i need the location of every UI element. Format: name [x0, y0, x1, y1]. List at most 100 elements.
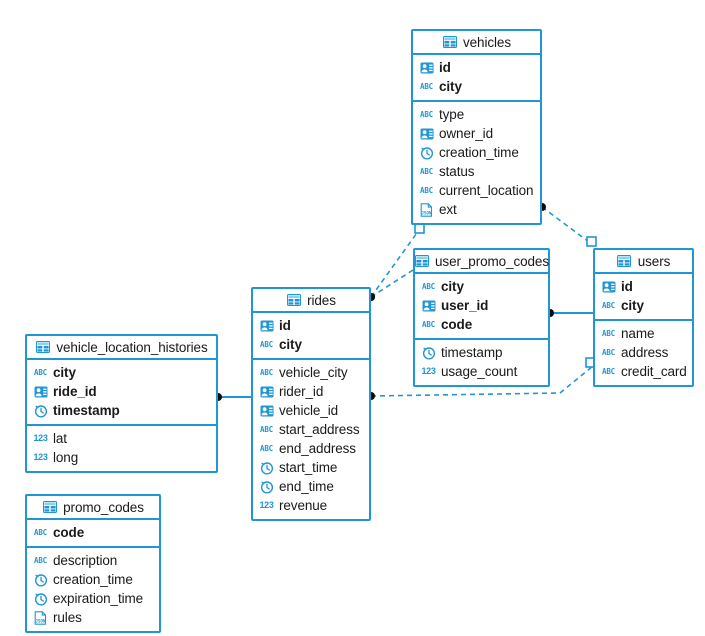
- field-label: city: [439, 79, 462, 94]
- primary-key-field[interactable]: id: [595, 277, 692, 296]
- entity-header-vehicles[interactable]: vehicles: [413, 31, 540, 55]
- field-label: vehicle_id: [279, 403, 339, 418]
- table-grid-icon: [414, 254, 429, 269]
- abc-icon: ABC: [420, 109, 433, 119]
- primary-key-field[interactable]: ABC city: [413, 77, 540, 96]
- abc-icon: ABC: [602, 347, 615, 357]
- relationship-vehicles-to-users[interactable]: [538, 203, 597, 247]
- field-label: timestamp: [441, 345, 503, 360]
- table-grid-icon: [286, 293, 301, 308]
- column-field[interactable]: rider_id: [253, 382, 369, 401]
- abc-icon: ABC: [420, 81, 433, 91]
- abc-icon: ABC: [420, 166, 433, 176]
- field-label: revenue: [279, 498, 328, 513]
- relationship-line: [541, 206, 594, 246]
- abc-icon: ABC: [260, 424, 273, 434]
- relationship-line: [370, 269, 414, 298]
- column-field[interactable]: timestamp: [415, 343, 548, 362]
- field-label: timestamp: [53, 403, 120, 418]
- field-label: name: [621, 326, 655, 341]
- field-label: ext: [439, 202, 457, 217]
- abc-icon: ABC: [34, 367, 47, 377]
- field-label: creation_time: [53, 572, 133, 587]
- field-label: start_time: [279, 460, 338, 475]
- clock-icon: [421, 345, 436, 360]
- entity-title: vehicles: [463, 34, 511, 50]
- entity-header-promo_codes[interactable]: promo_codes: [27, 496, 159, 520]
- table-grid-icon: [42, 500, 57, 515]
- column-field[interactable]: vehicle_id: [253, 401, 369, 420]
- relationship-rides-to-user-promo-codes[interactable]: [367, 269, 414, 301]
- primary-key-field[interactable]: ride_id: [27, 382, 216, 401]
- field-label: code: [53, 525, 85, 540]
- 123-icon: 123: [421, 366, 436, 376]
- entity-header-vehicle_location_histories[interactable]: vehicle_location_histories: [27, 336, 216, 360]
- column-field[interactable]: 123 usage_count: [415, 362, 548, 381]
- column-field[interactable]: end_time: [253, 477, 369, 496]
- abc-icon: ABC: [420, 185, 433, 195]
- field-label: id: [439, 60, 451, 75]
- relationship-vehicle-location-histories-to-rides[interactable]: [214, 393, 251, 401]
- 123-icon: 123: [33, 433, 48, 443]
- table-grid-icon: [35, 340, 50, 355]
- svg-text:JSON: JSON: [35, 618, 46, 623]
- field-label: credit_card: [621, 364, 687, 379]
- table-grid-icon: [617, 254, 632, 269]
- entity-header-user_promo_codes[interactable]: user_promo_codes: [414, 250, 549, 274]
- clock-icon: [419, 145, 434, 160]
- column-field[interactable]: creation_time: [413, 143, 540, 162]
- primary-key-field[interactable]: id: [413, 58, 540, 77]
- field-label: owner_id: [439, 126, 493, 141]
- entity-header-rides[interactable]: rides: [253, 289, 369, 313]
- primary-key-field[interactable]: timestamp: [27, 401, 216, 420]
- abc-icon: ABC: [34, 555, 47, 565]
- primary-key-field[interactable]: user_id: [415, 296, 548, 315]
- entity-title: promo_codes: [63, 499, 144, 515]
- column-field[interactable]: expiration_time: [27, 589, 159, 608]
- entity-header-users[interactable]: users: [595, 250, 692, 274]
- field-label: usage_count: [441, 364, 518, 379]
- primary-key-field[interactable]: id: [253, 316, 369, 335]
- column-field[interactable]: owner_id: [413, 124, 540, 143]
- column-field[interactable]: creation_time: [27, 570, 159, 589]
- field-label: rider_id: [279, 384, 324, 399]
- field-label: id: [279, 318, 291, 333]
- field-label: long: [53, 450, 79, 465]
- column-field[interactable]: start_time: [253, 458, 369, 477]
- relationship-user-promo-codes-to-users[interactable]: [546, 309, 593, 317]
